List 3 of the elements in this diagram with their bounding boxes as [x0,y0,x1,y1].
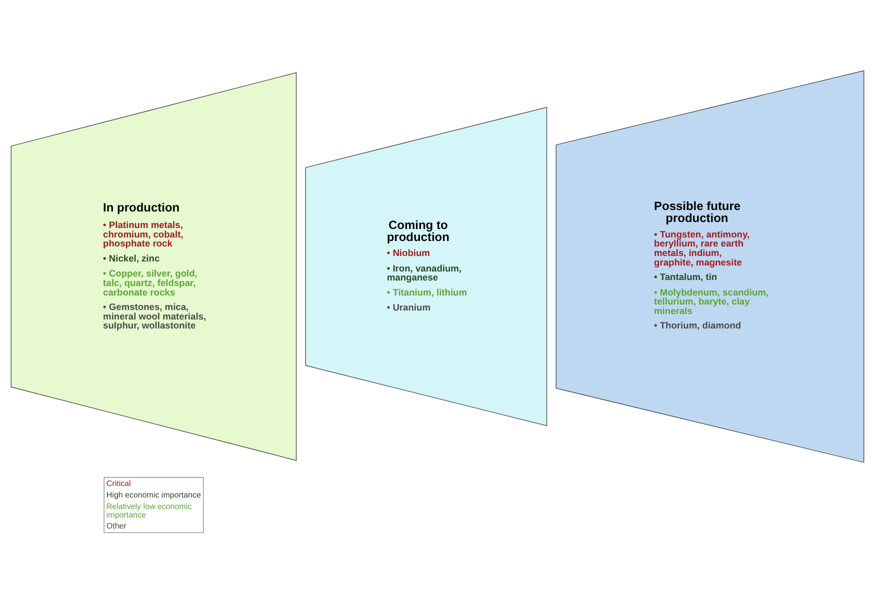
node-box: Possible future production • Tungsten, antimony, beryllium, rare earth metals, indium, graphite, magnesite • Tantalum, tin • Molybdenum, scandium, tellurium, baryte, clay minerals • Thorium, diamond [556,70,864,463]
node-box: Coming to production • Niobium • Iron, vanadium, manganese • Titanium, lithium • Uranium [305,106,548,426]
node-box: In production • Platinum metals, chromium, cobalt, phosphate rock • Nickel, zinc • Copper, silver, gold, talc, quartz, feldspar, carbonate rocks • Gemstones, mica, mineral wool materials, sulphur, wollastonite [10,72,297,461]
